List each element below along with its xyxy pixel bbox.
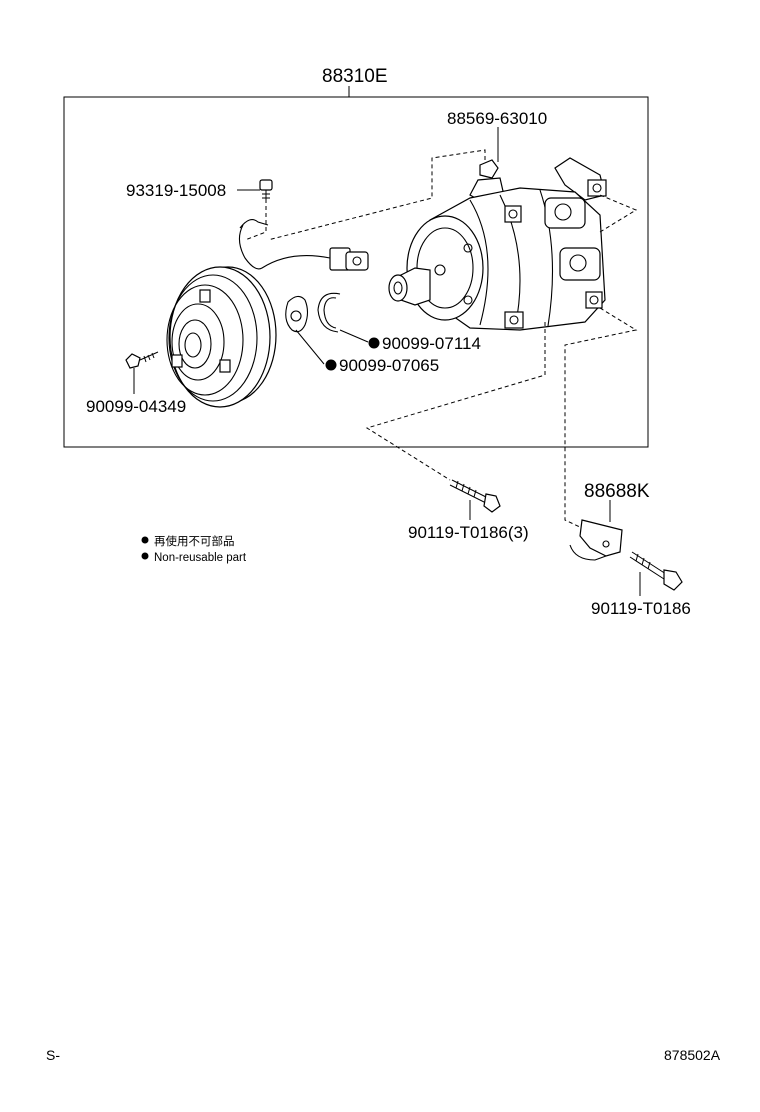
snap-ring-icon <box>317 292 341 333</box>
footer-right: 878502A <box>664 1047 721 1063</box>
wire-harness-icon <box>238 219 369 271</box>
main-bolt-icon <box>449 479 501 513</box>
assembly-label[interactable]: 88310E <box>322 66 388 87</box>
dash-clamp <box>564 307 638 529</box>
dash-screw <box>244 206 267 241</box>
part-number-shim[interactable]: 90099-07065 <box>339 356 439 375</box>
assembly-frame <box>63 96 649 448</box>
part-number-clamp-bolt[interactable]: 90119-T0186 <box>591 599 691 618</box>
clamp-bolt-icon <box>629 551 683 591</box>
legend-text-jp: 再使用不可部品 <box>154 534 235 548</box>
legend-text-en: Non-reusable part <box>154 552 247 564</box>
clamp-icon <box>569 519 623 561</box>
screw-icon <box>259 179 273 203</box>
legend-marker-en <box>141 552 149 560</box>
dash-main-bolt <box>365 322 546 481</box>
small-bolt-icon <box>125 351 159 369</box>
part-number-screw[interactable]: 93319-15008 <box>126 181 226 200</box>
compressor-icon <box>388 157 607 331</box>
part-number-clamp[interactable]: 88688K <box>584 481 650 502</box>
part-number-small-bolt[interactable]: 90099-04349 <box>86 397 186 416</box>
legend: 再使用不可部品 Non-reusable part <box>141 534 247 564</box>
pulley-icon <box>166 266 277 408</box>
non-reusable-marker-ring <box>368 337 380 349</box>
non-reusable-marker-shim <box>325 359 337 371</box>
dash-ear-top <box>599 194 638 233</box>
footer-left: S- <box>46 1047 60 1063</box>
part-number-bracket[interactable]: 88569-63010 <box>447 109 547 128</box>
dash-bracket <box>267 149 486 241</box>
part-number-main-bolt[interactable]: 90119-T0186(3) <box>408 523 529 542</box>
leader-ring <box>339 329 369 343</box>
part-number-ring[interactable]: 90099-07114 <box>382 334 481 353</box>
shim-icon <box>285 295 309 333</box>
legend-marker-jp <box>141 536 149 544</box>
leader-shim <box>295 329 325 365</box>
bracket-icon <box>479 159 499 179</box>
